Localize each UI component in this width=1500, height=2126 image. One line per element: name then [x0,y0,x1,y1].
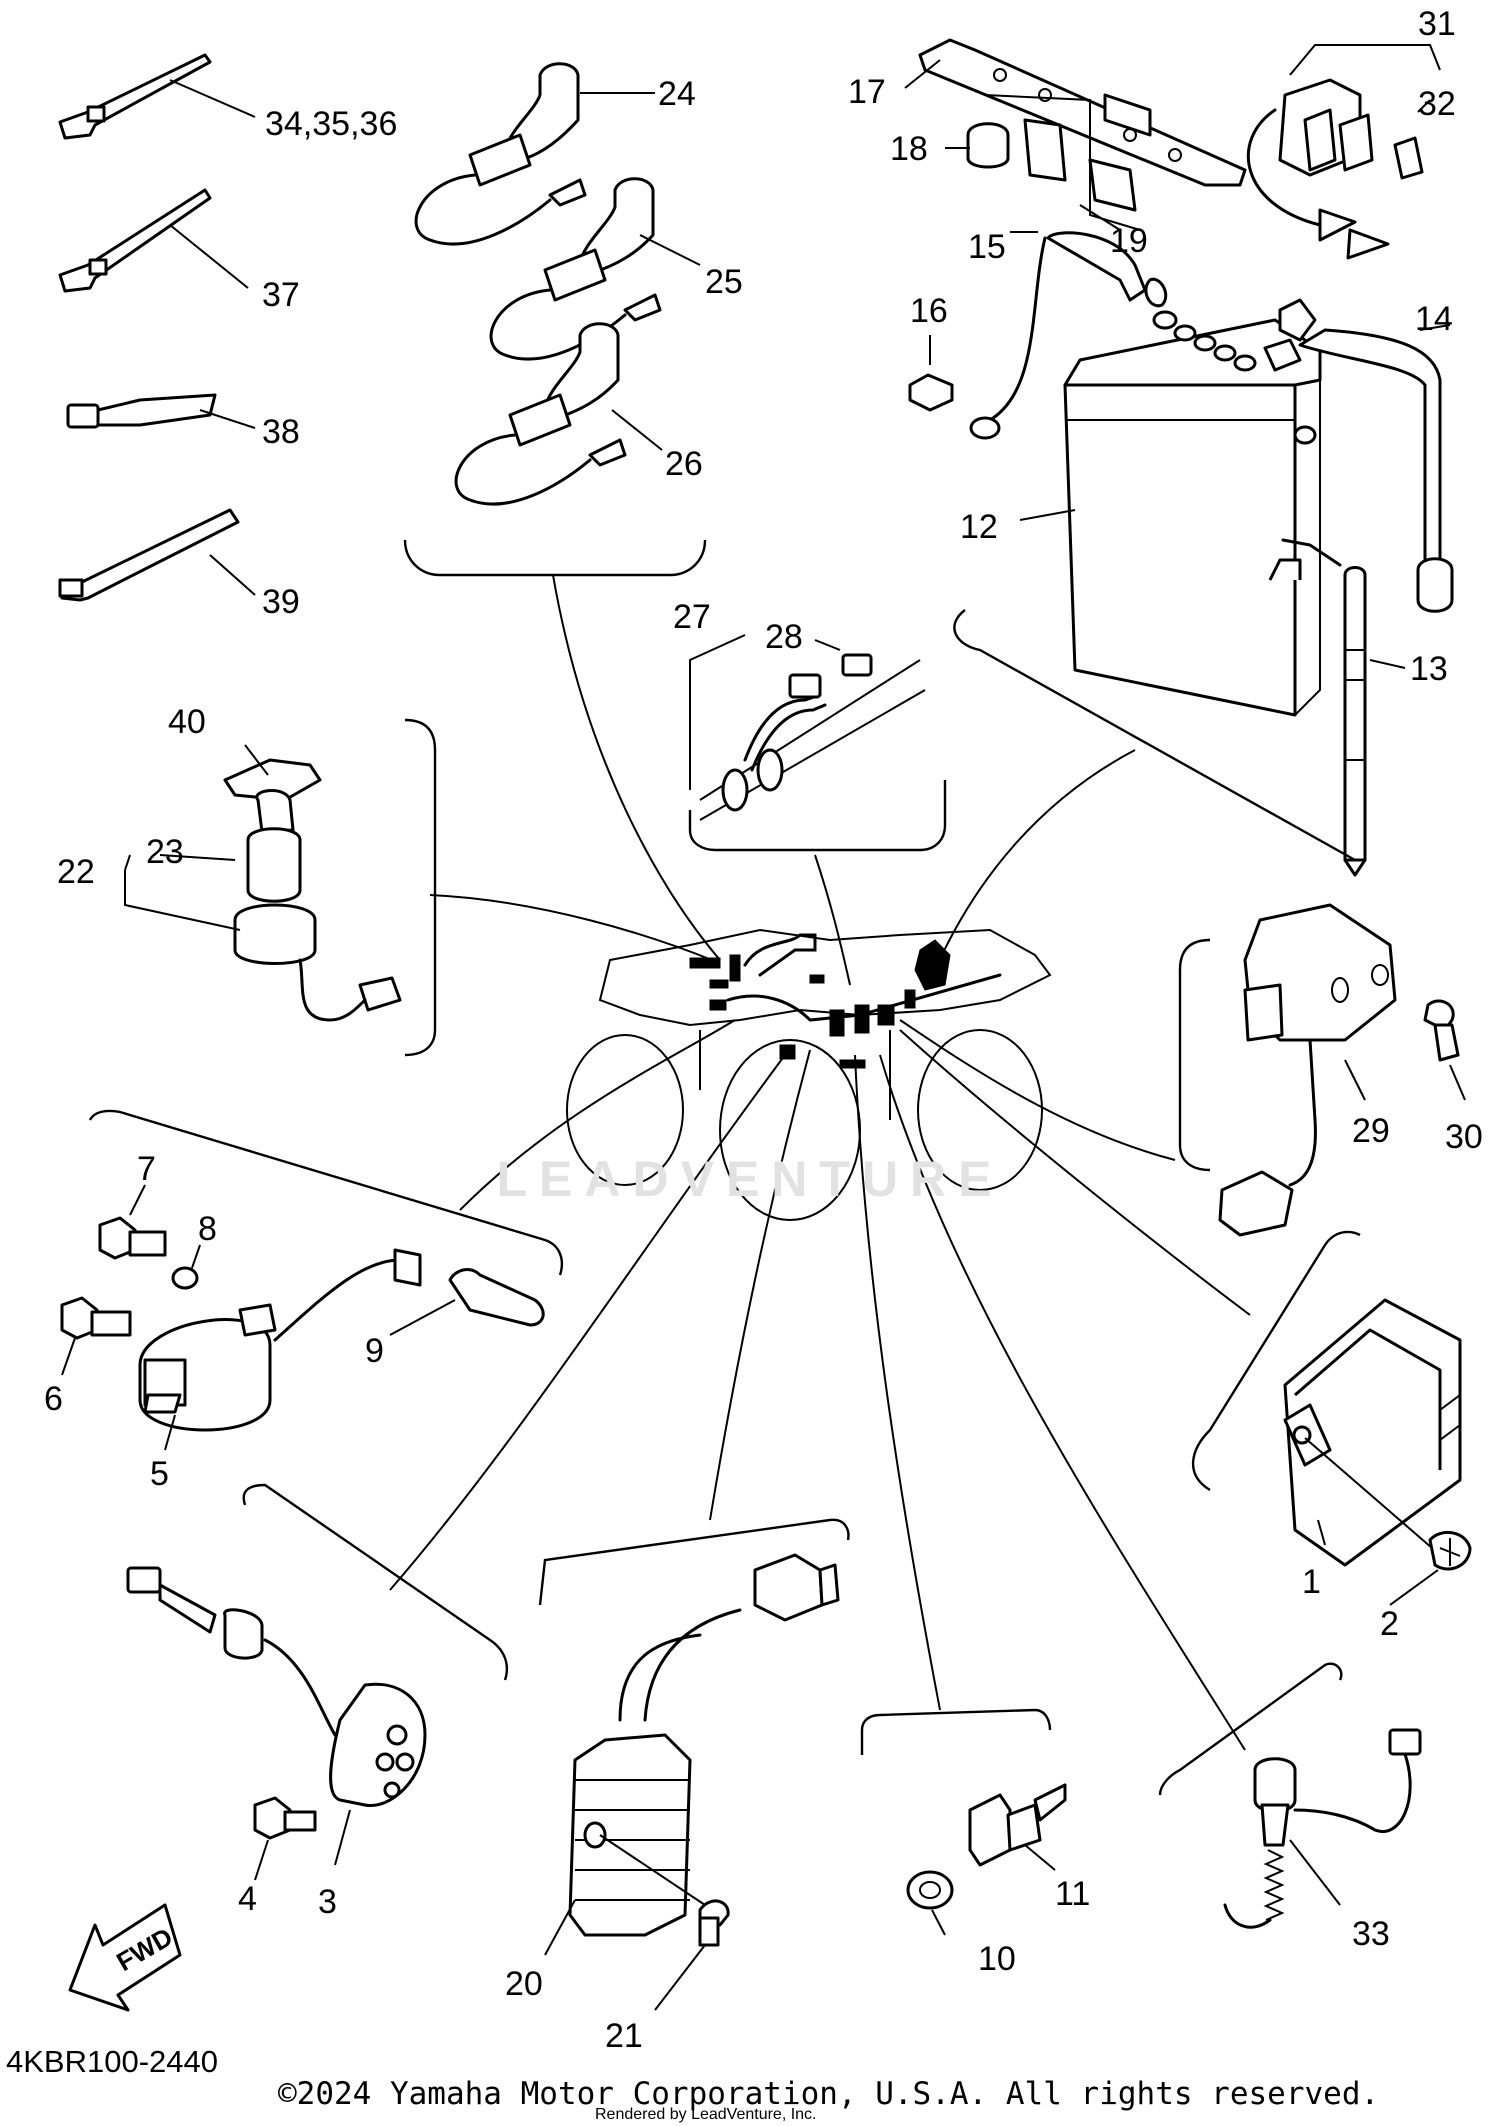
label-part-37: 37 [262,276,300,314]
label-part-5: 5 [150,1455,169,1493]
band-38 [66,393,256,429]
label-part-13: 13 [1410,650,1448,688]
label-part-24: 24 [658,75,696,113]
label-part-32: 32 [1418,85,1456,123]
label-part-17: 17 [848,73,886,111]
cable-tie-37 [58,188,249,293]
label-part-4: 4 [238,1880,257,1918]
fwd-arrow: FWD [68,1903,182,2012]
bolt-6-shape [60,1296,132,1340]
label-part-21: 21 [605,2017,643,2055]
label-part-39: 39 [262,583,300,621]
label-part-3: 3 [318,1883,337,1921]
label-part-33: 33 [1352,1915,1390,1953]
main-switch-group [124,718,437,1057]
bracket-group [904,38,1247,231]
label-part-27: 27 [673,598,711,636]
label-part-6: 6 [44,1380,63,1418]
label-part-2: 2 [1380,1605,1399,1643]
watermark: LEADVENTURE [496,1151,1004,1207]
plug-caps-group [403,62,707,577]
relay-group [1246,44,1441,260]
neutral-switch-group [860,1708,1067,1936]
label-part-22: 22 [57,853,95,891]
label-part-26: 26 [665,445,703,483]
diagram-code: 4KBR100-2440 [6,2044,218,2079]
label-part-8: 8 [198,1210,217,1248]
label-part-38: 38 [262,413,300,451]
strap-39 [58,508,256,602]
label-part-11: 11 [1055,1875,1090,1913]
label-part-9: 9 [365,1332,384,1370]
copyright-notice: ©2024 Yamaha Motor Corporation, U.S.A. A… [278,2076,1380,2112]
label-part-7: 7 [137,1150,156,1188]
label-part-15: 15 [968,228,1006,266]
label-part-29: 29 [1352,1112,1390,1150]
label-part-34-36: 34,35,36 [265,105,397,143]
thermo-switch-group [1158,1662,1422,1929]
label-part-1: 1 [1302,1563,1321,1601]
igniter-group [1178,903,1466,1237]
cdi-unit-group [1191,1230,1472,1606]
cable-ties-group [58,53,256,602]
rectifier-group [538,1518,850,2011]
battery-cables [908,231,1454,862]
label-part-28: 28 [765,618,803,656]
label-part-16: 16 [910,292,948,330]
label-part-25: 25 [705,263,743,301]
label-part-20: 20 [505,1965,543,2003]
harness-group [688,634,947,852]
label-part-10: 10 [978,1940,1016,1978]
plug-cap-26 [454,322,663,506]
label-part-19: 19 [1110,222,1148,260]
callout-rays [389,574,1251,1751]
cable-tie-34-36 [58,53,256,140]
label-part-14: 14 [1415,300,1453,338]
bolt-7-shape [98,1216,167,1260]
label-part-31: 31 [1418,5,1456,43]
plug-cap-24 [414,62,655,246]
part-labels: 1 2 3 4 5 6 7 8 9 10 11 12 13 14 15 16 1… [44,5,1483,2055]
label-part-18: 18 [890,130,928,168]
label-part-12: 12 [960,508,998,546]
pickup-coil-group [126,1483,509,1881]
label-part-40: 40 [168,703,206,741]
label-part-30: 30 [1445,1118,1483,1156]
rendered-by-notice: Rendered by LeadVenture, Inc. [595,2106,817,2123]
ignition-coil-group [60,1109,564,1451]
battery-group [1019,310,1406,877]
label-part-23: 23 [146,833,184,871]
